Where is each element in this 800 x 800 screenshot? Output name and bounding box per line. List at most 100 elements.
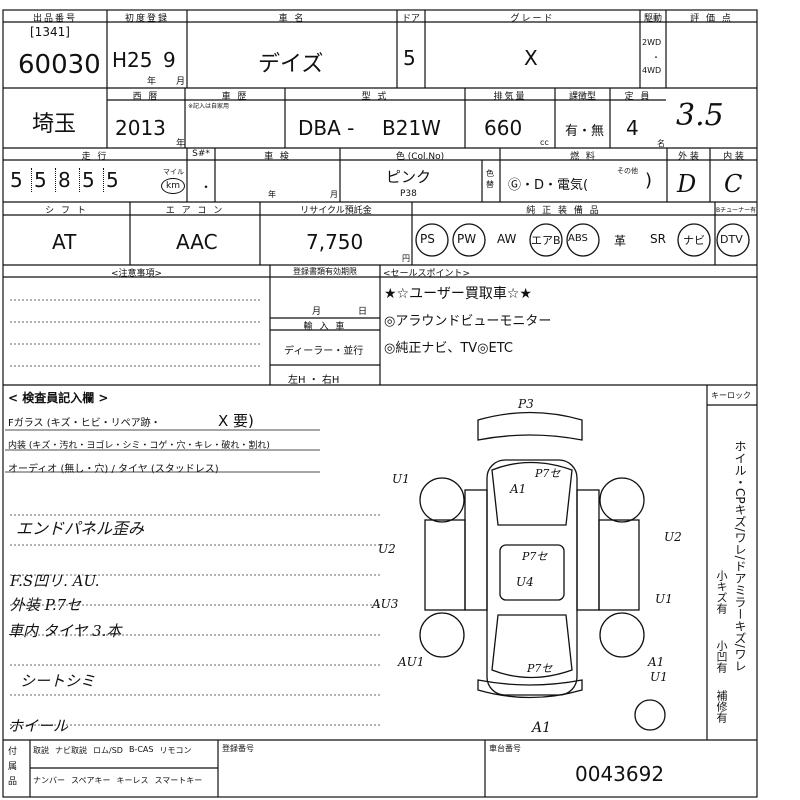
reg-month: 月 [312,307,322,317]
inspector-title: < 検査員記入欄 > [8,391,109,405]
audio-line: オーディオ (無し・穴) / タイヤ (スタッドレス) [8,464,219,475]
reg-number-label: 登録番号 [222,744,254,753]
ac: AAC [176,230,218,254]
keylock-label: キーロック [711,391,751,400]
color-code: P38 [400,189,417,199]
mileage-digit: 5 [34,168,56,192]
lot-small: [1341] [30,25,70,39]
drive-4wd: 4WD [642,66,662,75]
car-name: デイズ [258,52,324,77]
diagram-mark: U2 [378,542,396,556]
equip-dtv: DTV [720,233,743,246]
diagram-mark: P7セ [535,467,561,480]
side-repair: 補修有 [715,690,728,723]
first-reg-era: H25 [112,48,153,72]
person-unit: 名 [657,139,665,148]
drive-2wd: 2WD [642,38,662,47]
equip-leather: 革 [614,234,627,248]
recycle: 7,750 [306,230,364,254]
score: 3.5 [676,98,724,133]
glass-line: Fガラス (キズ・ヒビ・リペア跡・ [8,418,161,429]
inspection-month-unit: 月 [330,190,338,199]
shift: AT [52,230,77,254]
lot-number: 60030 [18,50,101,80]
exterior-label: 外 装 [678,152,699,162]
inspection-year-unit: 年 [268,190,276,199]
interior-line: 内装 (キズ・汚れ・ヨゴレ・シミ・コゲ・穴・キレ・破れ・割れ) [8,441,270,451]
reg-expiry-label: 登録書類有効期限 [293,267,357,276]
turbo: 有・無 [565,124,605,139]
fuel-label: 燃 料 [570,152,597,162]
mileage-digit: 8 [58,168,80,192]
diagram-mark: P7セ [527,662,553,675]
ac-label: エ ア コ ン [165,206,225,216]
caution-label: <注意事項> [110,269,163,279]
capacity-label: 定 員 [624,92,652,102]
model-code: B21W [382,116,441,140]
equipment-label: 純 正 装 備 品 [526,206,601,216]
grade: X [524,46,538,70]
first-reg-month: 9 [163,48,176,72]
diagram-mark: A1 [532,720,552,736]
drive-label: 駆動 [643,14,662,24]
diagram-mark: P3 [518,397,534,411]
doors: 5 [403,46,416,70]
model-prefix: DBA - [298,116,355,140]
inspection-label: 車 検 [264,152,291,162]
hand-note: シートシミ [20,672,96,690]
accessory-item: 取説 [33,746,49,755]
month-unit: 月 [176,77,186,87]
accessory-item: キーレス [116,776,149,785]
diagram-mark: A1 [648,655,665,669]
yen-unit: 円 [402,254,410,263]
hand-note: 外装 P.7セ [10,596,82,614]
diagram-mark: U1 [392,472,410,486]
mileage-digit: 5 [10,168,32,192]
accessory-label: 付属品 [8,747,18,787]
fuel-close: ) [645,170,653,191]
recycle-label: リサイクル預託金 [300,206,372,216]
equip-navi: ナビ [683,234,705,247]
grade-label: グレード [510,14,555,24]
meter-label: S#* [192,149,210,159]
hand-note: F.S凹リ. AU. [10,572,100,590]
history-note: ※記入は自家用 [188,103,230,110]
sales-point: ◎アラウンドビューモニター [384,314,552,329]
km-unit: km [161,178,185,194]
mile-unit: マイル [163,168,184,176]
accessories-bottom: ナンバー スペアキー キーレス スマートキー [33,775,202,786]
accessory-item: スマートキー [154,776,203,785]
diagram-mark: AU1 [398,655,425,669]
accessory-item: ナンバー [33,776,65,785]
car-name-label: 車 名 [278,14,306,24]
chassis-label: 車台番号 [489,744,521,753]
hand-note: 車内 タイヤ 3.本 [8,622,122,640]
year-unit: 年 [147,77,157,87]
color: ピンク [386,168,432,186]
dealer: ディーラー・並行 [284,346,364,357]
equip-abs: ABS [568,233,588,244]
mileage-digits: 5 5 8 5 5 [10,168,127,192]
side-small: 小キズ有 [715,570,728,614]
diagram-mark: U1 [655,592,673,606]
equip-sr: SR [650,232,666,246]
car-diagram [419,411,666,731]
sales-point: ◎純正ナビ、TV◎ETC [384,341,513,356]
side-text: ホイル・CPキズ/ワレ/ドアミラーキズ/ワレ [733,440,747,672]
equip-aw: AW [497,232,517,246]
handle: 左H ・ 右H [288,375,340,386]
accessory-item: リモコン [159,746,192,755]
import-label: 輸 入 車 [303,322,347,332]
diagram-mark: A1 [510,482,527,496]
side-small2: 小凹有 [715,640,728,673]
accessories-top: 取説 ナビ取説 ロム/SD B-CAS リモコン [33,745,191,756]
equip-airbag: エアB [531,234,561,247]
displacement-label: 排気量 [493,92,527,102]
color-change: 色替 [486,169,494,189]
equipment-circles [415,223,750,257]
capacity: 4 [626,116,639,140]
hand-note: ホイール [8,717,69,735]
hand-note: エンドパネル歪み [16,519,145,538]
turbo-label: 課徴型 [568,92,596,102]
mileage-label: 走 行 [81,152,109,162]
